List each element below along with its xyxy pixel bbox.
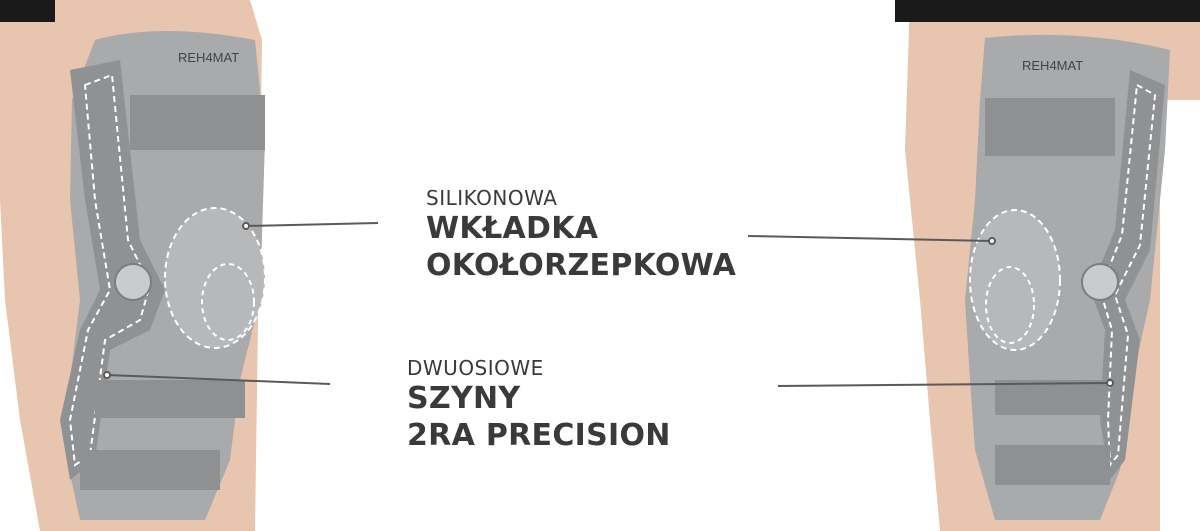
right-brand-logo: REH4MAT <box>1022 58 1083 73</box>
leader-line-left-rail <box>106 374 331 385</box>
left-patella-inner <box>201 263 255 341</box>
left-patella-pad <box>164 207 266 349</box>
leader-lines <box>103 222 1114 387</box>
left-strap-bottom <box>80 450 220 490</box>
left-rail-dashed-outline <box>68 73 152 467</box>
leader-line-right-pad <box>747 235 993 242</box>
left-leg: REH4MAT <box>0 0 266 531</box>
right-hinge-joint <box>1081 263 1119 301</box>
left-brand-logo: REH4MAT <box>178 50 239 65</box>
right-strap-mid <box>995 380 1105 415</box>
leader-dot-left-rail <box>103 371 111 379</box>
left-strap-mid <box>95 380 245 418</box>
right-shorts <box>895 0 1200 22</box>
callout-big-line-1: WKŁADKA <box>426 211 599 246</box>
leader-dot-right-rail <box>1106 379 1114 387</box>
callout-small-text: DWUOSIOWE <box>407 356 544 380</box>
leader-dot-right-pad <box>988 237 996 245</box>
callout-big-line-1: SZYNY <box>407 381 521 416</box>
right-hinge-frame <box>1090 70 1165 480</box>
right-leg: REH4MAT <box>895 0 1200 531</box>
callout-patella-insert: SILIKONOWA WKŁADKA OKOŁORZEPKOWA <box>426 186 736 284</box>
left-hinge-joint <box>114 263 152 301</box>
leader-dot-left-pad <box>242 222 250 230</box>
callout-small-text: SILIKONOWA <box>426 186 558 210</box>
callout-big-line-2: OKOŁORZEPKOWA <box>426 248 737 283</box>
right-strap-top <box>985 98 1115 156</box>
callout-biaxial-rails: DWUOSIOWE SZYNY 2RA PRECISION <box>407 356 671 454</box>
leader-line-left-pad <box>245 222 379 227</box>
right-patella-inner <box>985 266 1035 344</box>
right-patella-pad <box>969 209 1061 351</box>
right-leg-skin-lower <box>1160 100 1200 531</box>
left-strap-top <box>130 95 265 150</box>
right-strap-bottom <box>995 445 1110 485</box>
left-hinge-frame <box>60 60 165 480</box>
leader-line-right-rail <box>777 382 1111 387</box>
left-shorts <box>0 0 55 22</box>
callout-big-line-2: 2RA PRECISION <box>407 418 671 453</box>
